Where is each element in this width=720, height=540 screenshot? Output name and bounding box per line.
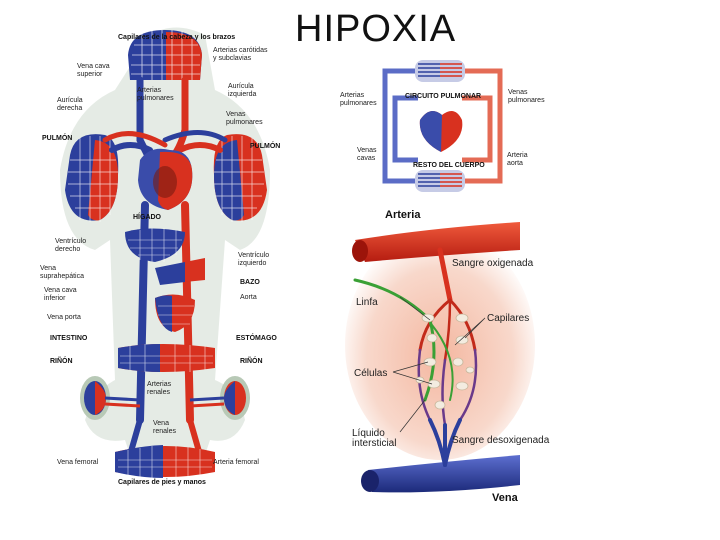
vein-tube bbox=[368, 455, 520, 493]
label-rinon-left: RIÑÓN bbox=[50, 356, 73, 365]
label-vena-cava-inferior-1: Vena cava bbox=[44, 287, 77, 294]
pulmonary-vein-left bbox=[102, 131, 168, 148]
label-linfa: Linfa bbox=[356, 297, 378, 308]
label-vena-suprahepatica-2: suprahepática bbox=[40, 273, 84, 280]
tissue-cells bbox=[415, 313, 475, 410]
label-circ-venas-cavas-2: cavas bbox=[357, 155, 376, 162]
left-kidney bbox=[80, 376, 110, 420]
label-arterias-carotidas: Arterias carótidas bbox=[213, 47, 268, 54]
label-vena-cava-inferior-2: inferior bbox=[44, 295, 66, 302]
page-title: HIPOXIA bbox=[295, 8, 457, 50]
label-bazo: BAZO bbox=[240, 279, 260, 286]
label-circ-arteria-1: Arteria bbox=[507, 152, 528, 159]
intestine-capillaries bbox=[118, 344, 215, 372]
label-liquido-2: intersticial bbox=[352, 438, 396, 449]
label-circ-arterias-2: pulmonares bbox=[340, 100, 377, 107]
label-venas-pulmonares-2: pulmonares bbox=[226, 119, 263, 126]
label-circ-venas-1: Venas bbox=[508, 89, 528, 96]
capillary-bed-diagram: Arteria Sangre oxigenada Linfa Capilares… bbox=[345, 209, 550, 504]
label-capilares-cabeza: Capilares de la cabeza y los brazos bbox=[118, 34, 235, 41]
pulmonary-circuit-diagram: Arterias pulmonares CIRCUITO PULMONAR Ve… bbox=[340, 58, 545, 192]
label-vena-renales-1: Vena bbox=[153, 420, 169, 427]
label-circ-venas-cavas-1: Venas bbox=[357, 147, 377, 154]
label-vena-renales-2: renales bbox=[153, 428, 176, 435]
label-ventriculo-derecho-2: derecho bbox=[55, 246, 80, 253]
label-circuito-pulmonar: CIRCUITO PULMONAR bbox=[405, 93, 481, 100]
label-intestino: INTESTINO bbox=[50, 335, 88, 342]
label-circ-venas-2: pulmonares bbox=[508, 97, 545, 104]
label-arterias-pulmonares-2: pulmonares bbox=[137, 95, 174, 102]
right-kidney bbox=[220, 376, 250, 420]
label-vena-porta: Vena porta bbox=[47, 314, 81, 321]
renal-vessels bbox=[104, 396, 225, 402]
label-arterias-pulmonares-1: Arterias bbox=[137, 87, 162, 94]
label-venas-pulmonares-1: Venas bbox=[226, 111, 246, 118]
label-sangre-oxigenada: Sangre oxigenada bbox=[452, 258, 534, 269]
artery-tube bbox=[355, 222, 520, 262]
label-auricula-izquierda-1: Aurícula bbox=[228, 83, 254, 90]
label-sangre-desoxigenada: Sangre desoxigenada bbox=[452, 435, 550, 446]
label-estomago: ESTÓMAGO bbox=[236, 333, 277, 342]
label-higado: HÍGADO bbox=[133, 212, 162, 221]
label-capilares: Capilares bbox=[487, 313, 529, 324]
label-vena-cava-superior-1: Vena cava bbox=[77, 63, 110, 70]
label-circ-arterias-1: Arterias bbox=[340, 92, 365, 99]
pulmonary-vein-right bbox=[177, 142, 223, 153]
label-arterias-renales-1: Arterias bbox=[147, 381, 172, 388]
label-auricula-derecha-2: derecha bbox=[57, 105, 82, 112]
label-pulmon-left: PULMÓN bbox=[42, 133, 72, 142]
label-auricula-izquierda-2: izquierda bbox=[228, 91, 257, 98]
left-lung bbox=[65, 134, 119, 222]
label-liquido-1: Líquido bbox=[352, 428, 385, 439]
label-arterias-renales-2: renales bbox=[147, 389, 170, 396]
label-capilares-pies: Capilares de pies y manos bbox=[118, 479, 206, 486]
foot-capillaries bbox=[115, 445, 215, 478]
label-auricula-derecha-1: Aurícula bbox=[57, 97, 83, 104]
label-circ-arteria-2: aorta bbox=[507, 160, 523, 167]
label-pulmon-right: PULMÓN bbox=[250, 141, 280, 150]
liver-capillaries bbox=[125, 228, 185, 262]
label-vena: Vena bbox=[492, 492, 519, 504]
label-celulas: Células bbox=[354, 368, 387, 379]
label-vena-femoral: Vena femoral bbox=[57, 459, 99, 466]
label-ventriculo-izquierdo-2: izquierdo bbox=[238, 260, 267, 267]
label-ventriculo-derecho-1: Ventrículo bbox=[55, 238, 86, 245]
label-arteria: Arteria bbox=[385, 209, 421, 221]
right-lung bbox=[213, 134, 267, 222]
head-capillaries bbox=[128, 30, 202, 80]
label-resto-cuerpo: RESTO DEL CUERPO bbox=[413, 162, 485, 169]
label-vena-suprahepatica-1: Vena bbox=[40, 265, 56, 272]
spleen-capillaries bbox=[155, 258, 205, 285]
label-rinon-right: RIÑÓN bbox=[240, 356, 263, 365]
heart bbox=[138, 148, 193, 210]
label-y-subclavias: y subclavias bbox=[213, 55, 252, 62]
pulmonary-artery-right bbox=[162, 130, 228, 143]
label-aorta: Aorta bbox=[240, 294, 257, 301]
label-arteria-femoral: Arteria femoral bbox=[213, 459, 259, 466]
body-circulation-diagram: Capilares de la cabeza y los brazos Arte… bbox=[40, 27, 280, 486]
pulmonary-artery-left bbox=[109, 142, 153, 153]
stomach-capillaries bbox=[155, 294, 195, 332]
label-vena-cava-superior-2: superior bbox=[77, 71, 103, 78]
label-ventriculo-izquierdo-1: Ventrículo bbox=[238, 252, 269, 259]
